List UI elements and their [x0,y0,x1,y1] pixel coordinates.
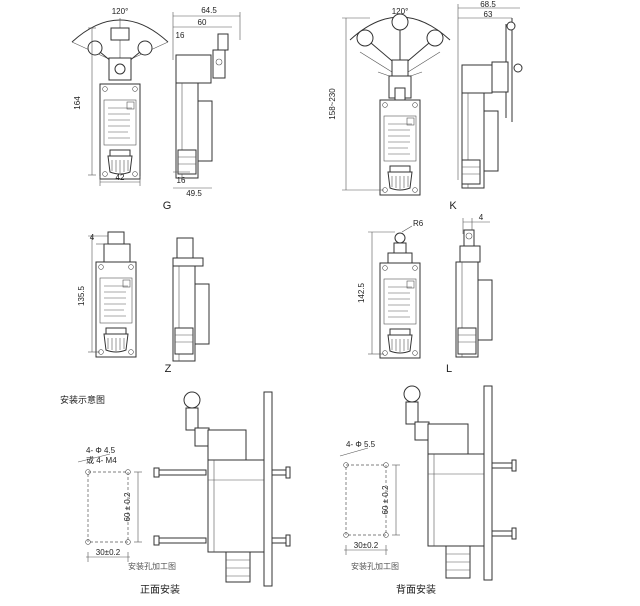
back-spacing-horizontal: 30±0.2 [354,541,379,550]
k-side-width1: 68.5 [480,0,496,9]
back-spacing-vertical: 60 ± 0.2 [381,485,390,514]
z-height-label: 135.5 [77,285,86,306]
back-hole-spec: 4- Φ 5.5 [346,440,376,449]
g-width-label: 42 [116,173,125,182]
view-l-front [368,225,421,359]
back-hole-label: 安装孔加工图 [351,561,399,571]
view-k-front [342,13,451,196]
l-view-name: L [446,363,452,375]
g-view-name: G [163,200,172,212]
front-spacing-vertical: 60 ± 0.2 [123,492,132,521]
front-install-caption: 正面安装 [140,583,180,596]
g-side-bottom1: 16 [177,176,186,185]
front-hole-label: 安装孔加工图 [128,561,176,571]
back-install-caption: 背面安装 [396,583,436,596]
l-top-label: 4 [479,213,484,222]
front-hole-spec-alt: 或 4- M4 [86,455,117,465]
z-top-label: 4 [90,233,95,242]
front-spacing-horizontal: 30±0.2 [96,548,121,557]
g-height-label: 164 [73,96,82,110]
view-l-side [455,218,493,358]
z-view-name: Z [165,363,172,375]
view-z-side [172,237,210,362]
install-title: 安装示意图 [60,394,105,405]
g-side-height: 16 [176,31,185,40]
back-install-diagram [339,385,517,581]
k-angle-label: 120° [392,7,409,16]
view-g-side [172,12,241,189]
k-side-width2: 63 [484,10,493,19]
front-install-diagram [77,391,291,587]
k-view-name: K [449,200,457,212]
l-radius-label: R6 [413,219,424,228]
front-hole-spec: 4- Φ 4.5 [86,446,116,455]
view-g-front [71,18,169,186]
view-z-front [88,231,137,358]
view-k-side [457,4,523,189]
l-height-label: 142.5 [357,282,366,303]
g-side-bottom2: 49.5 [186,189,202,198]
g-side-width1: 64.5 [201,6,217,15]
g-angle-label: 120° [112,7,129,16]
g-side-width2: 60 [198,18,207,27]
k-height-label: 158~230 [328,88,337,120]
